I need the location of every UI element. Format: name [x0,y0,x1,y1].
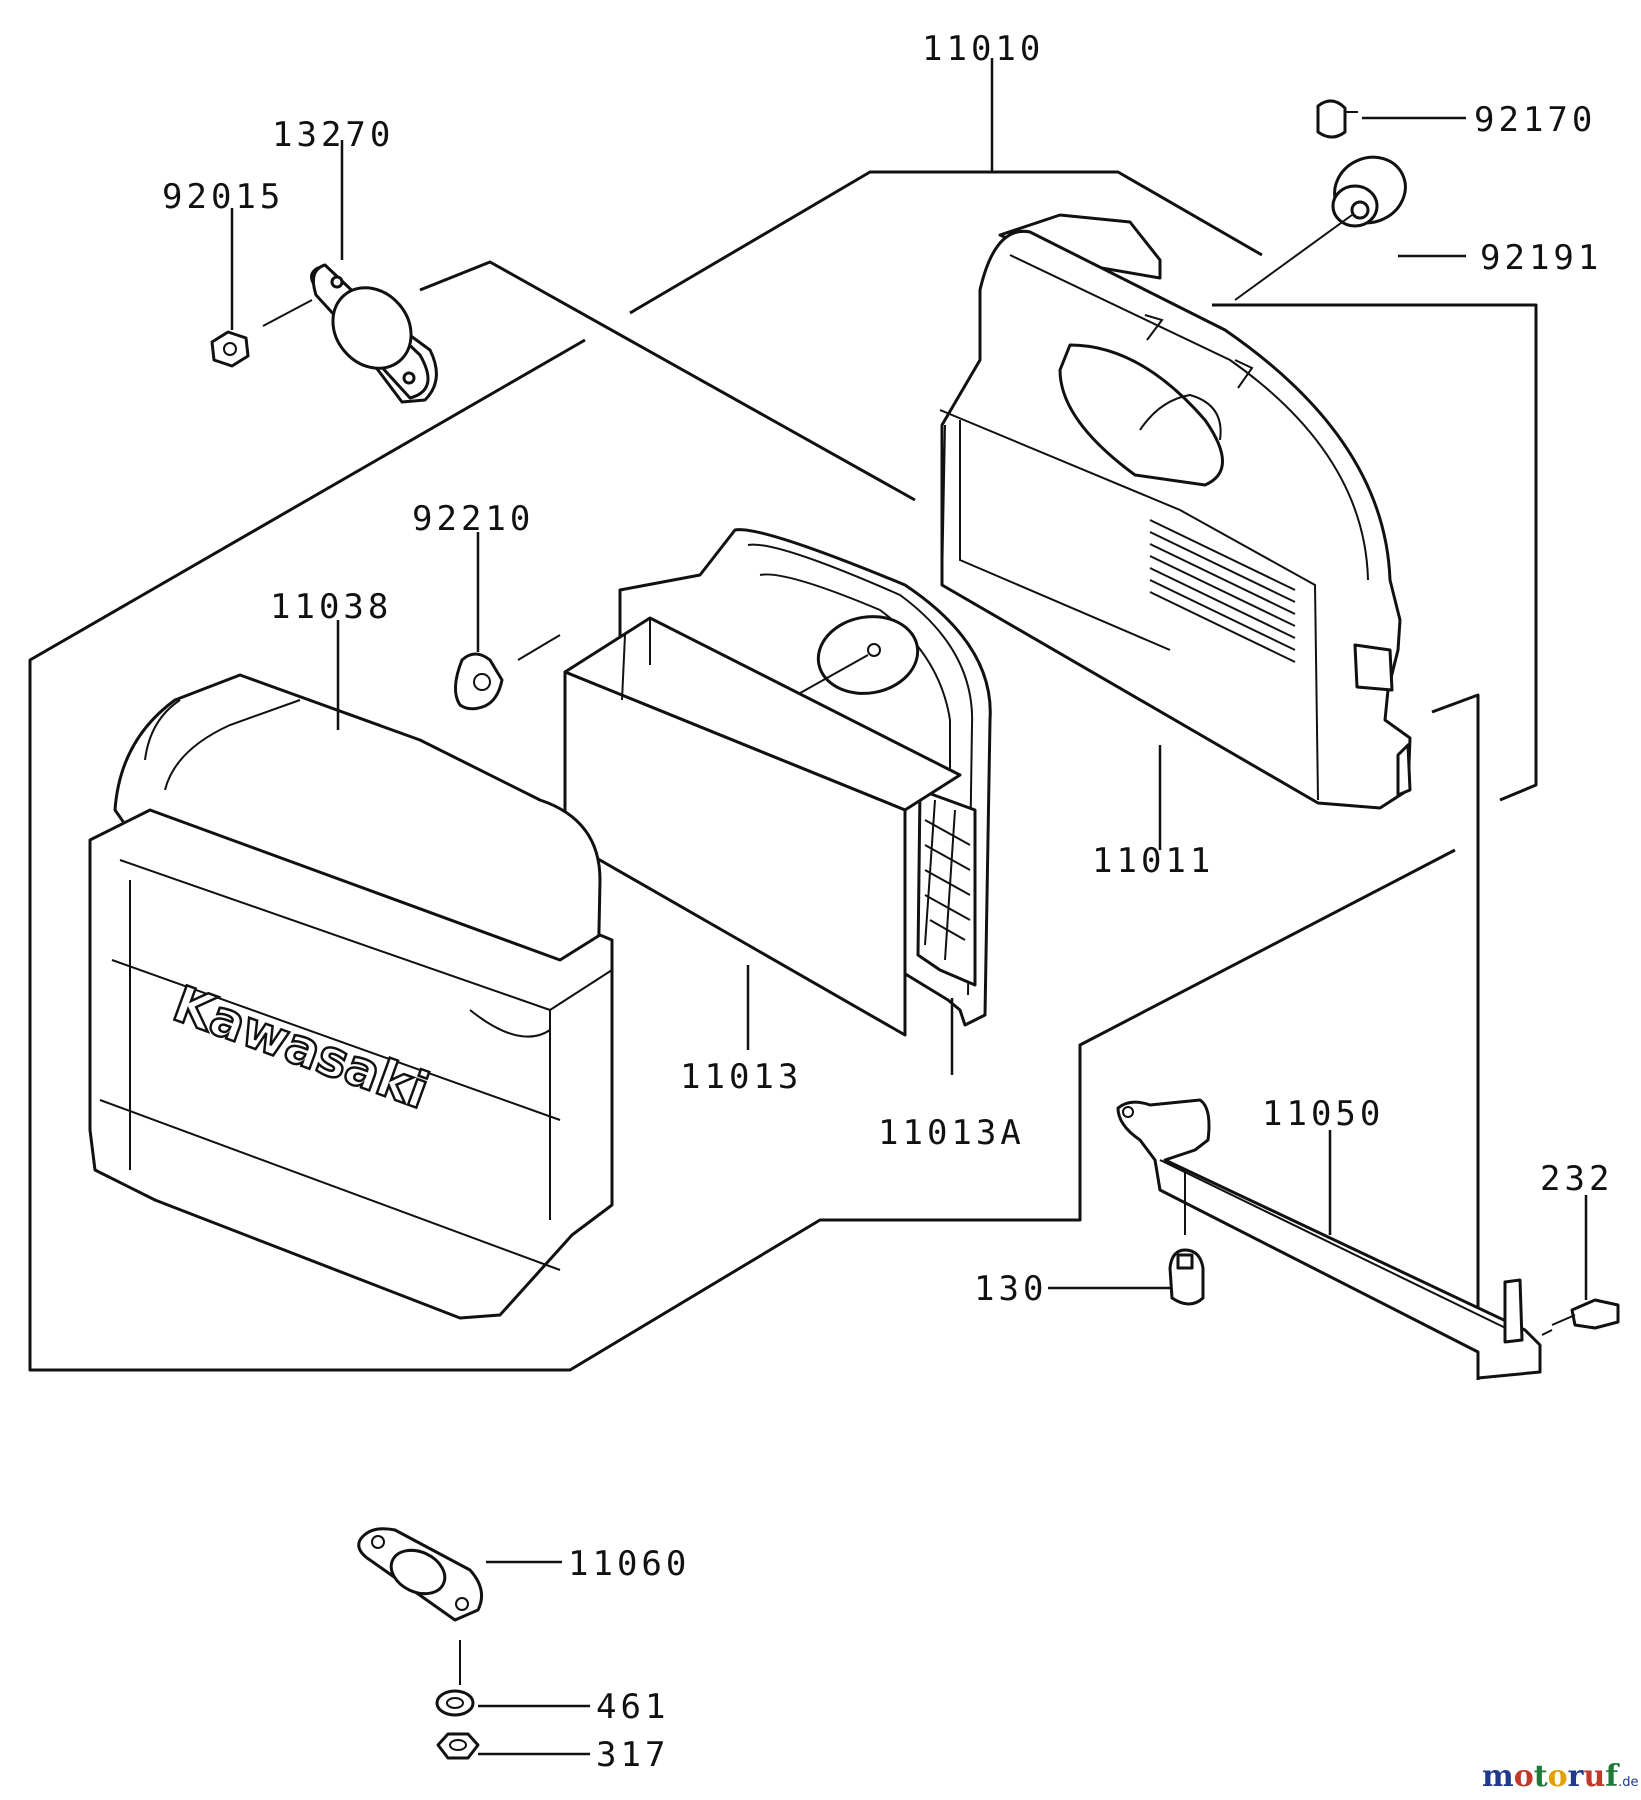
nut-317 [436,1732,480,1760]
label-11060: 11060 [568,1544,690,1584]
gasket-13270 [310,263,438,404]
label-11013a: 11013A [878,1113,1025,1153]
air-cleaner-base-11010 [939,213,1412,810]
label-92015: 92015 [162,177,284,217]
assembly-outline-lines [28,170,1538,1380]
label-461: 461 [596,1687,669,1727]
watermark-suffix: .de [1618,1775,1638,1790]
gasket-11060 [357,1527,484,1622]
label-11038: 11038 [270,587,392,627]
watermark-letter: o [1514,1759,1534,1794]
watermark-letter: t [1534,1759,1548,1794]
washer-461 [435,1640,475,1717]
label-130: 130 [974,1269,1047,1309]
grommet-92191 [1234,155,1407,301]
label-11010: 11010 [922,29,1044,69]
wing-nut-92210 [454,634,561,711]
watermark-logo: motoruf.de [1482,1759,1639,1794]
label-13270: 13270 [272,115,394,155]
label-11013: 11013 [680,1057,802,1097]
bolt-92170 [1316,99,1358,139]
label-232: 232 [1540,1159,1613,1199]
nut-92015 [210,299,313,368]
label-11050: 11050 [1262,1094,1384,1134]
svg-text:motoruf.de: motoruf.de [1482,1759,1639,1794]
cover-11038: Kawasaki [88,673,614,1320]
label-92191: 92191 [1480,238,1602,278]
stud-130 [1168,1170,1205,1306]
watermark-letter: u [1583,1759,1605,1794]
watermark-letter: r [1568,1759,1585,1794]
label-317: 317 [596,1735,669,1775]
part-labels: 11010 13270 92015 92170 92191 92210 1103… [162,29,1613,1775]
watermark-letter: m [1482,1759,1514,1794]
label-92210: 92210 [412,499,534,539]
filter-element-11013A [563,528,992,1037]
watermark-letter: f [1605,1759,1620,1794]
leader-lines [230,58,1588,1756]
label-11011: 11011 [1092,841,1214,881]
watermark-letter: o [1548,1759,1568,1794]
bracket-11050 [1116,1098,1542,1380]
bolt-232 [1541,1298,1620,1336]
watermark-name: motoruf [1482,1759,1620,1794]
label-92170: 92170 [1474,100,1596,140]
